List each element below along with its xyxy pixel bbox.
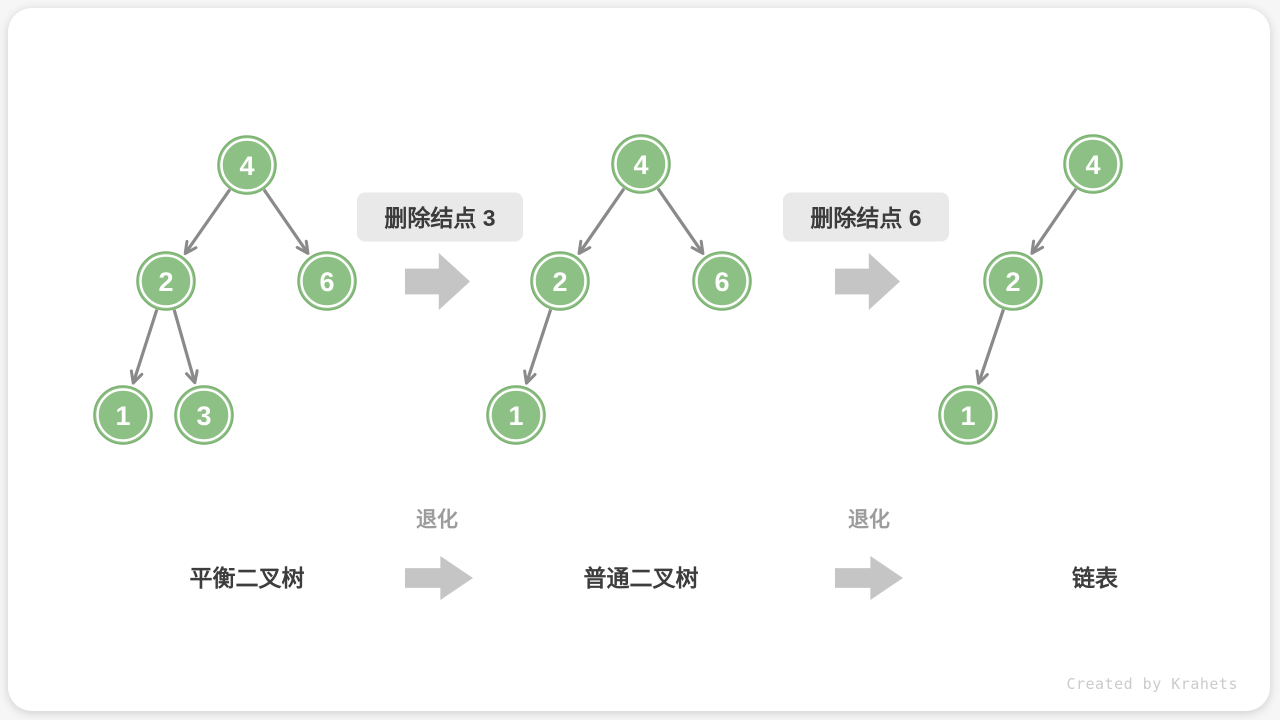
degrade-arrow-icon <box>405 556 473 600</box>
node-value: 2 <box>552 267 567 297</box>
node-value: 1 <box>960 401 975 431</box>
node-value: 4 <box>1085 150 1100 180</box>
tree-node: 1 <box>938 385 998 445</box>
watermark-text: Created by Krahets <box>1066 675 1238 693</box>
tree-node: 2 <box>983 251 1043 311</box>
node-outer-circle <box>174 385 234 445</box>
node-value: 4 <box>239 151 254 181</box>
tree-node: 4 <box>1063 134 1123 194</box>
tree-node: 2 <box>136 251 196 311</box>
node-outer-circle <box>938 385 998 445</box>
node-value: 6 <box>319 267 334 297</box>
node-ring <box>220 138 274 192</box>
tree-edge <box>262 188 310 255</box>
tree-edge <box>656 187 705 255</box>
node-value: 1 <box>508 401 523 431</box>
node-outer-circle <box>297 251 357 311</box>
node-outer-circle <box>1063 134 1123 194</box>
node-outer-circle <box>136 251 196 311</box>
tree-edge <box>172 309 199 385</box>
degrade-label: 退化 <box>416 508 458 532</box>
node-ring <box>96 388 150 442</box>
node-ring <box>139 254 193 308</box>
tree-edge <box>129 309 159 385</box>
node-value: 3 <box>196 401 211 431</box>
node-ring <box>177 388 231 442</box>
tree-node: 2 <box>530 251 590 311</box>
step-label: 删除结点 6 <box>783 192 949 242</box>
tree-edge <box>183 188 232 256</box>
node-ring <box>489 388 543 442</box>
step-label-box <box>357 192 523 242</box>
step-arrow-icon <box>405 253 470 310</box>
node-ring <box>614 137 668 191</box>
node-outer-circle <box>692 251 752 311</box>
step-label-text: 删除结点 3 <box>384 205 495 231</box>
tree-balanced-binary-tree: 4 2 6 1 3 <box>93 135 357 445</box>
tree-edge <box>1030 187 1078 255</box>
node-ring <box>695 254 749 308</box>
step-arrow-icon <box>835 253 900 310</box>
tree-edge <box>975 308 1005 385</box>
tree-node: 4 <box>217 135 277 195</box>
node-ring <box>300 254 354 308</box>
node-value: 2 <box>158 267 173 297</box>
node-ring <box>533 254 587 308</box>
node-value: 1 <box>115 401 130 431</box>
tree-node: 6 <box>297 251 357 311</box>
step-label-text: 删除结点 6 <box>810 205 921 231</box>
tree-node: 3 <box>174 385 234 445</box>
tree-caption: 平衡二叉树 <box>190 565 305 591</box>
tree-node: 4 <box>611 134 671 194</box>
tree-node: 1 <box>486 385 546 445</box>
degrade-label: 退化 <box>848 508 890 532</box>
node-ring <box>941 388 995 442</box>
tree-node: 1 <box>93 385 153 445</box>
tree-ordinary-binary-tree: 4 2 6 1 <box>486 134 752 445</box>
node-outer-circle <box>486 385 546 445</box>
node-outer-circle <box>983 251 1043 311</box>
degrade-arrow-icon <box>835 556 903 600</box>
node-ring <box>986 254 1040 308</box>
tree-caption: 普通二叉树 <box>584 565 699 591</box>
node-value: 2 <box>1005 267 1020 297</box>
figure-card <box>8 8 1270 711</box>
tree-linked-list: 4 2 1 <box>938 134 1123 445</box>
step-label-box <box>783 192 949 242</box>
tree-caption: 链表 <box>1072 565 1119 591</box>
tree-edge <box>577 187 626 255</box>
node-outer-circle <box>611 134 671 194</box>
node-value: 6 <box>714 267 729 297</box>
node-ring <box>1066 137 1120 191</box>
step-label: 删除结点 3 <box>357 192 523 242</box>
node-outer-circle <box>217 135 277 195</box>
node-outer-circle <box>93 385 153 445</box>
node-value: 4 <box>633 150 648 180</box>
node-outer-circle <box>530 251 590 311</box>
tree-node: 6 <box>692 251 752 311</box>
tree-edge <box>523 309 553 385</box>
